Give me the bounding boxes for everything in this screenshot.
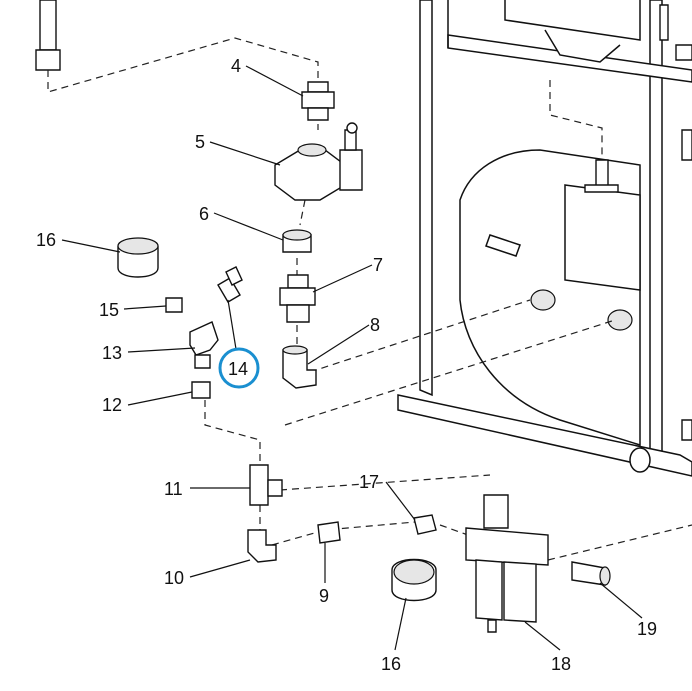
callout-9[interactable]: 9 [319, 586, 329, 606]
highlight-circle-14 [218, 347, 260, 389]
callout-8[interactable]: 8 [370, 315, 380, 335]
leader-lines [61, 65, 643, 651]
callout-4[interactable]: 4 [231, 56, 241, 76]
callout-5[interactable]: 5 [195, 132, 205, 152]
callout-15[interactable]: 15 [99, 300, 119, 320]
callout-16-lower[interactable]: 16 [381, 654, 401, 674]
callout-14[interactable]: 14 [228, 359, 248, 379]
callout-11[interactable]: 11 [164, 479, 183, 499]
assembly-lines [47, 37, 692, 561]
callout-16-cap[interactable]: 16 [36, 230, 56, 250]
callout-12[interactable]: 12 [102, 395, 122, 415]
hose-end [35, 0, 61, 71]
callout-6[interactable]: 6 [199, 204, 209, 224]
callout-labels: 4 5 6 7 8 16 15 13 14 12 11 10 9 17 16 1… [36, 56, 657, 674]
callout-17[interactable]: 17 [359, 472, 379, 492]
callout-13[interactable]: 13 [102, 343, 122, 363]
callout-10[interactable]: 10 [164, 568, 184, 588]
parts [117, 81, 611, 633]
callout-19[interactable]: 19 [637, 619, 657, 639]
callout-18[interactable]: 18 [551, 654, 571, 674]
machine-frame [397, 0, 692, 477]
callout-7[interactable]: 7 [373, 255, 383, 275]
